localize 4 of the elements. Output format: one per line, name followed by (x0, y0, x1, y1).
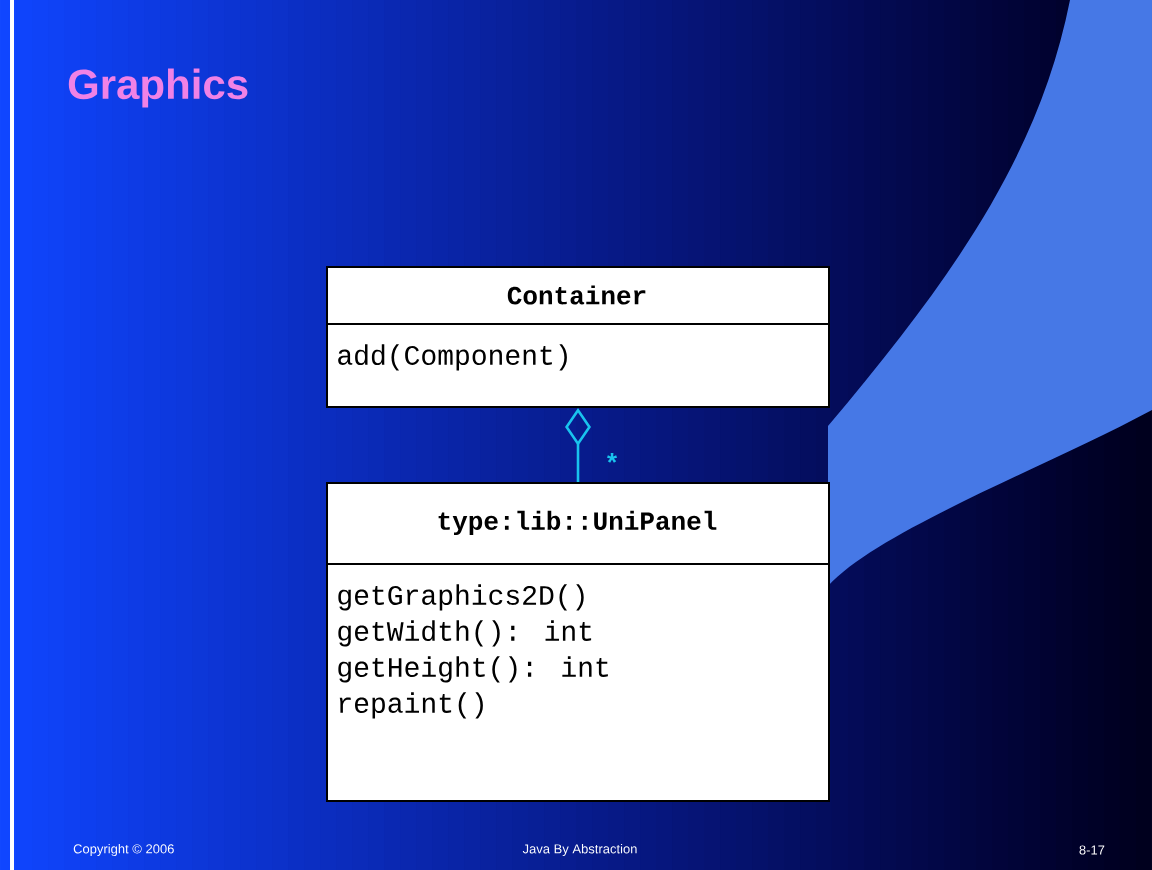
class-box: type:lib::UniPanel getGraphics2D() getWidth(): int getHeight(): int repaint() (325, 481, 830, 802)
class-box: Container add(Component) (325, 266, 830, 408)
slide-title: Graphics (68, 68, 248, 108)
multiplicity-label: * (607, 453, 618, 463)
